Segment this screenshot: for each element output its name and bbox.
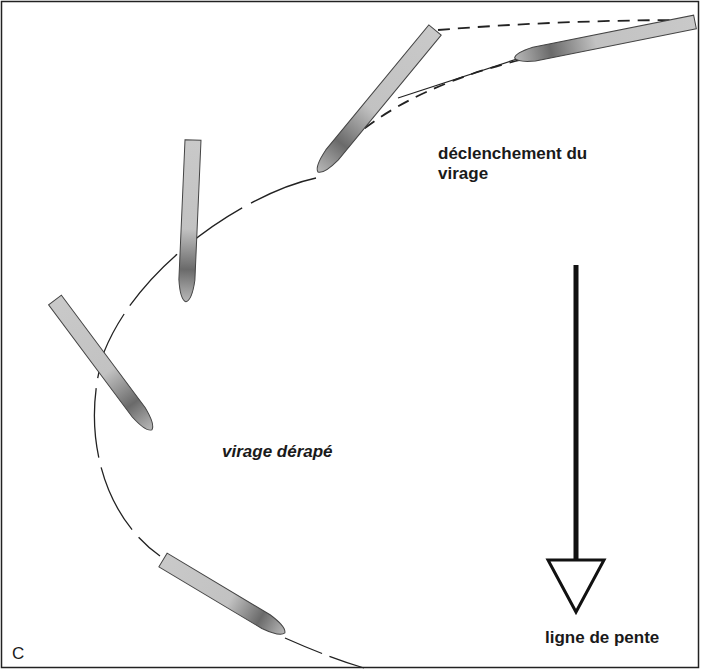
ski [49, 295, 159, 434]
ski [178, 140, 201, 303]
region-label-box: virage dérapé [222, 442, 382, 462]
figure-letter: C [12, 644, 24, 664]
annotation: déclenchement du virage [438, 144, 588, 185]
ski [513, 15, 696, 65]
figure-letter-box: C [12, 644, 42, 664]
ski-trace [94, 20, 690, 668]
arrow-label-box: ligne de pente [545, 628, 695, 648]
region-label: virage dérapé [222, 442, 333, 462]
arrow-label: ligne de pente [545, 628, 659, 648]
ski [312, 25, 441, 177]
annotation-box: déclenchement du virage [438, 144, 588, 185]
ski [159, 553, 289, 640]
slope-arrow [548, 265, 604, 612]
ski-positions [49, 15, 697, 640]
